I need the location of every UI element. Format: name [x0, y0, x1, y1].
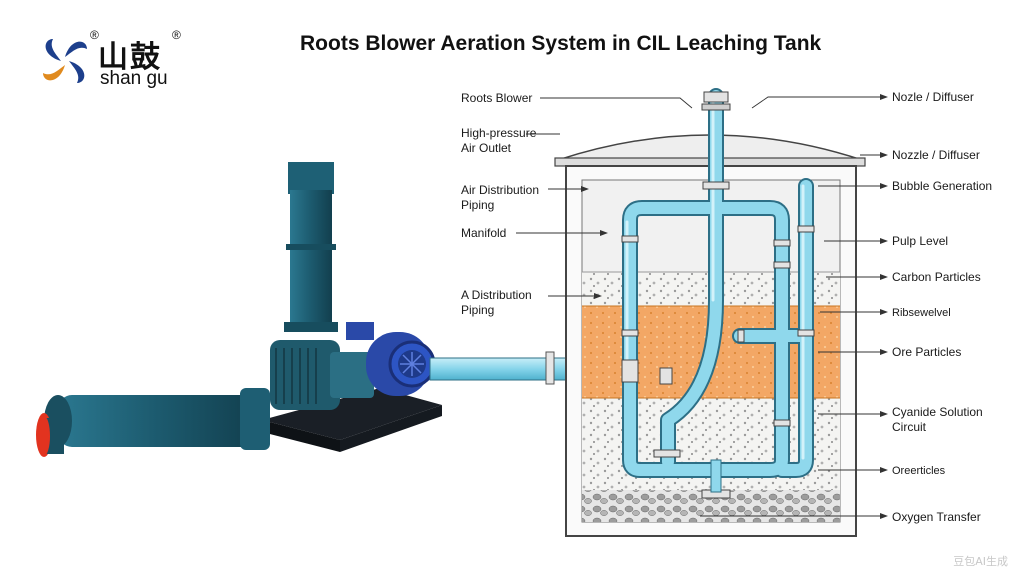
label-hp-outlet-line1: High-pressure [461, 126, 537, 140]
registered-mark-2: ® [172, 28, 181, 42]
label-manifold: Manifold [461, 226, 507, 240]
label-carbon-particles: Carbon Particles [892, 270, 981, 284]
label-nozzle-diffuser: Nozzle / Diffuser [892, 148, 980, 162]
shan-gu-logo-icon [43, 39, 87, 83]
label-pulp-level: Pulp Level [892, 234, 949, 248]
label-rise-level: Ribsewelvel [892, 307, 951, 319]
label-hp-outlet-line2: Air Outlet [461, 141, 512, 155]
roots-blower-machine [36, 162, 442, 457]
label-a-distribution-line1: A Distribution [461, 288, 532, 302]
label-nozle-diffuser: Nozle / Diffuser [892, 90, 974, 104]
label-a-distribution-line2: Piping [461, 303, 495, 317]
aeration-piping [622, 88, 814, 478]
label-cyanide-line2: Circuit [892, 420, 927, 434]
label-bubble-generation: Bubble Generation [892, 179, 993, 193]
registered-mark: ® [90, 28, 99, 42]
label-oxygen-transfer: Oxygen Transfer [892, 510, 981, 524]
label-oreerticles: Oreerticles [892, 465, 946, 477]
label-air-distribution-line1: Air Distribution [461, 183, 540, 197]
brand-name-en: shan gu [100, 68, 168, 89]
page-title: Roots Blower Aeration System in CIL Leac… [300, 32, 822, 55]
watermark: 豆包AI生成 [953, 555, 1008, 568]
label-cyanide-line1: Cyanide Solution [892, 405, 983, 419]
label-ore-particles: Ore Particles [892, 345, 962, 359]
brand-name-cn: 山鼓 [98, 40, 162, 75]
label-roots-blower: Roots Blower [461, 91, 533, 105]
label-air-distribution-line2: Piping [461, 198, 495, 212]
